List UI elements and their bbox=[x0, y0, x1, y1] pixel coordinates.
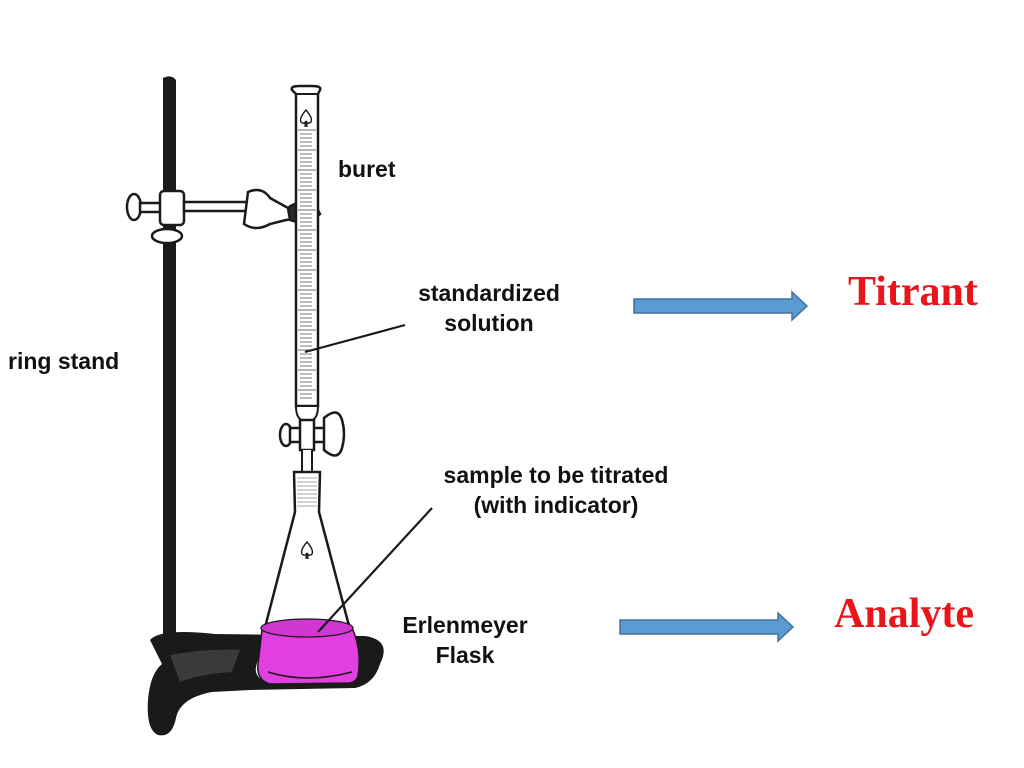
sample-label-line2: (with indicator) bbox=[473, 492, 639, 518]
standardized-leader-line bbox=[304, 323, 406, 354]
titrant-arrow bbox=[633, 290, 809, 322]
analyte-term: Analyte bbox=[834, 591, 974, 637]
titrant-term: Titrant bbox=[848, 269, 978, 315]
buret bbox=[278, 84, 346, 493]
standardized-label-line2: solution bbox=[444, 310, 534, 336]
sample-label: sample to be titrated (with indicator) bbox=[408, 460, 704, 520]
sample-label-line1: sample to be titrated bbox=[443, 462, 669, 488]
flask-label: Erlenmeyer Flask bbox=[380, 610, 550, 670]
flask-label-line2: Flask bbox=[435, 642, 495, 668]
buret-label: buret bbox=[338, 156, 396, 182]
ring-stand-label: ring stand bbox=[8, 348, 120, 374]
spade-logo-icon bbox=[299, 108, 313, 127]
flask-spade-logo-icon bbox=[300, 540, 314, 559]
ring-stand-rod bbox=[163, 76, 176, 648]
standardized-label-line1: standardized bbox=[418, 280, 560, 306]
standardized-solution-label: standardized solution bbox=[396, 278, 582, 338]
stopcock bbox=[278, 411, 346, 457]
buret-clamp bbox=[125, 188, 322, 245]
sample-leader-line bbox=[317, 507, 433, 633]
analyte-arrow bbox=[619, 611, 795, 643]
erlenmeyer-flask bbox=[253, 470, 361, 686]
flask-label-line1: Erlenmeyer bbox=[402, 612, 528, 638]
